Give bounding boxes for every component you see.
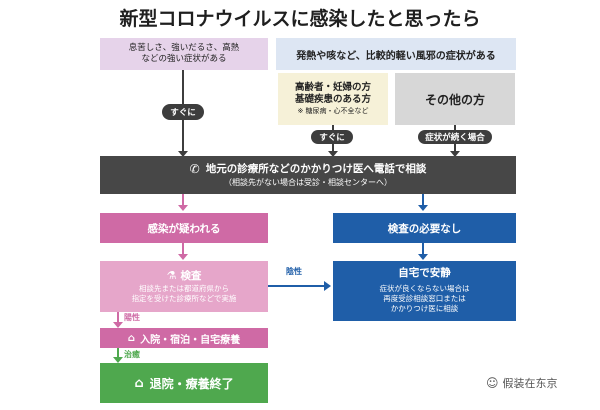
high-risk-line2: 基礎疾患のある方 <box>294 94 371 106</box>
no-test-needed-label: 検査の必要なし <box>387 222 462 235</box>
severe-symptoms-box: 息苦しさ、強いだるさ、高熱 などの強い症状がある <box>100 38 268 70</box>
high-risk-line1: 高齢者・妊婦の方 <box>294 81 371 93</box>
mild-symptoms-label: 発熱や咳など、比較的軽い風邪の症状がある <box>296 50 496 62</box>
suspected-infection-box: 感染が疑われる <box>100 213 268 243</box>
arrow-test-hospital <box>113 322 123 328</box>
arrow-left-top <box>178 151 188 157</box>
suspected-infection-label: 感染が疑われる <box>147 222 221 235</box>
cured-connector <box>117 348 119 358</box>
immediately-left-pill: すぐに <box>162 104 204 120</box>
consult-main-label: 地元の診療所などのかかりつけ医へ電話で相談 <box>205 162 427 175</box>
hospitalization-box: ⌂ 入院・宿泊・自宅療養 <box>100 328 268 348</box>
cured-label: 治癒 <box>124 350 140 359</box>
arrow-notest-home <box>418 254 428 260</box>
connector-consult-notest <box>422 194 424 206</box>
others-box: その他の方 <box>395 73 515 125</box>
consult-doctor-box: ✆ 地元の診療所などのかかりつけ医へ電話で相談 （相談先がない場合は受診・相談セ… <box>100 156 516 194</box>
negative-arrow-line <box>268 285 326 287</box>
connector-notest-home <box>422 243 424 255</box>
home-rest-line3: かかりつけ医に相談 <box>390 304 459 314</box>
discharge-label: 退院・療養終了 <box>149 376 234 391</box>
watermark: ☺ 假装在东京 <box>486 375 558 391</box>
arrow-consult-notest <box>418 205 428 211</box>
severe-symptoms-line2: などの強い症状がある <box>141 54 227 64</box>
discharge-box: ⌂ 退院・療養終了 <box>100 363 268 403</box>
home-rest-line2: 再度受診相談窓口または <box>383 294 466 304</box>
consult-sub-label: （相談先がない場合は受診・相談センターへ） <box>224 177 392 187</box>
arrow-consult-suspected <box>178 205 188 211</box>
negative-label: 陰性 <box>286 267 302 276</box>
severe-symptoms-line1: 息苦しさ、強いだるさ、高熱 <box>128 42 240 53</box>
high-risk-box: 高齢者・妊婦の方 基礎疾患のある方 ※ 糖尿病・心不全など <box>278 73 388 125</box>
test-tube-icon: ⚗ <box>166 269 177 283</box>
arrow-hospital-discharge <box>113 357 123 363</box>
no-test-needed-box: 検査の必要なし <box>333 213 516 243</box>
test-line1: 相談先または都道府県から <box>139 283 229 293</box>
arrow-suspected-test <box>178 254 188 260</box>
positive-label: 陽性 <box>124 313 140 322</box>
immediately-mid-pill: すぐに <box>311 130 353 144</box>
symptoms-continue-pill: 症状が続く場合 <box>418 130 492 144</box>
arrow-right-top <box>450 151 460 157</box>
wechat-icon: ☺ <box>486 376 499 390</box>
negative-arrow-head <box>324 281 331 291</box>
arrow-mid-top <box>328 151 338 157</box>
others-label: その他の方 <box>424 92 485 107</box>
connector-test-hospital <box>117 312 119 324</box>
house-icon: ⌂ <box>134 375 144 391</box>
home-rest-box: 自宅で安静 症状が良くならない場合は 再度受診相談窓口または かかりつけ医に相談 <box>333 261 516 321</box>
high-risk-note: ※ 糖尿病・心不全など <box>297 106 369 115</box>
watermark-label: 假装在东京 <box>502 377 558 390</box>
connector-suspected-test <box>182 243 184 255</box>
page-title: 新型コロナウイルスに感染したと思ったら <box>119 7 481 30</box>
hospital-icon: ⌂ <box>127 332 136 344</box>
phone-icon: ✆ <box>189 162 200 176</box>
mild-symptoms-box: 発熱や咳など、比較的軽い風邪の症状がある <box>276 38 516 70</box>
hospitalization-label: 入院・宿泊・自宅療養 <box>140 334 241 346</box>
test-title: 検査 <box>180 269 202 282</box>
test-line2: 指定を受けた診療所などで実施 <box>131 293 237 303</box>
test-box: ⚗ 検査 相談先または都道府県から 指定を受けた診療所などで実施 <box>100 261 268 312</box>
home-rest-title: 自宅で安静 <box>398 267 451 280</box>
home-rest-line1: 症状が良くならない場合は <box>379 284 470 294</box>
connector-consult-suspected <box>182 194 184 206</box>
